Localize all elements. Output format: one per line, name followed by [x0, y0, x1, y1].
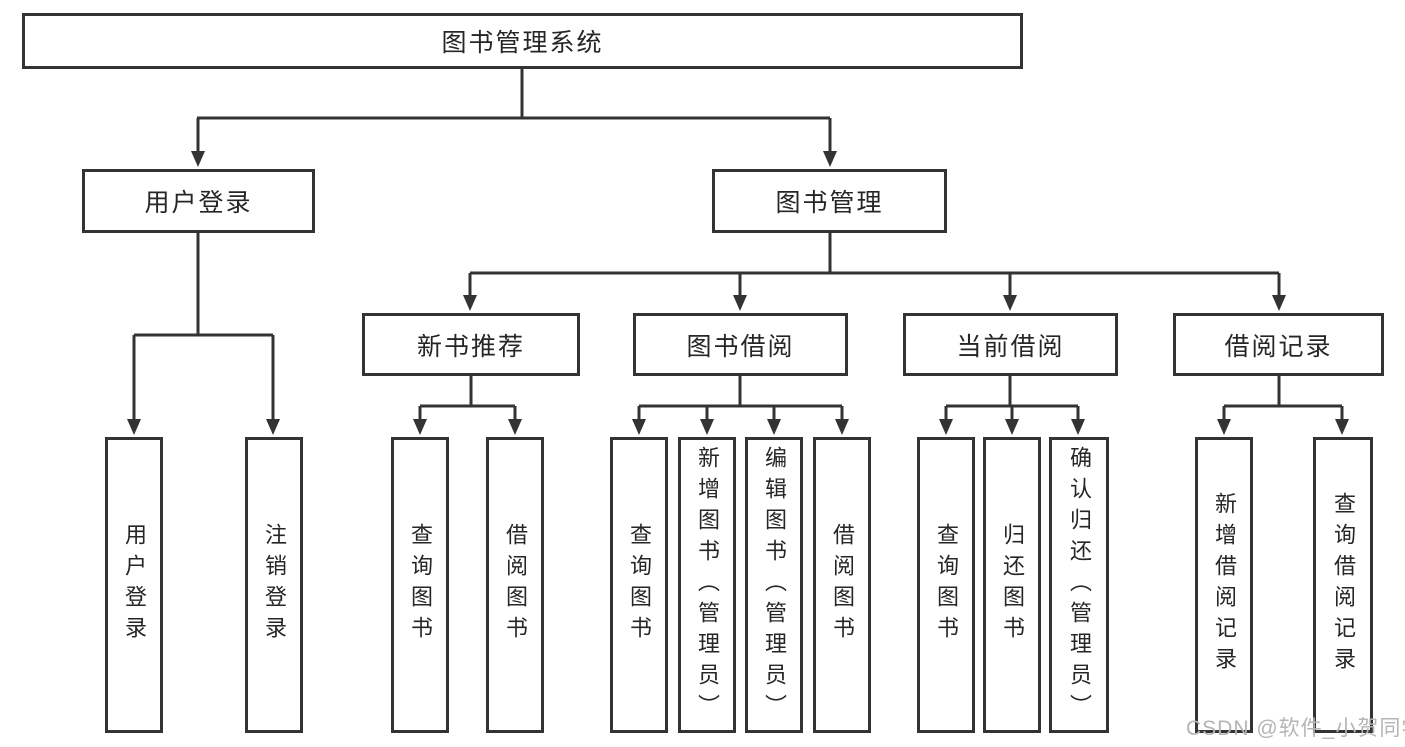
leaf-query-books-recommend: 查询图书 [391, 437, 449, 733]
leaf-query-books-borrowing: 查询图书 [610, 437, 668, 733]
node-label: 图书管理 [775, 189, 884, 217]
node-label: 新增图书（管理员） [695, 445, 720, 725]
node-label: 借阅记录 [1224, 332, 1333, 361]
node-label: 归还图书 [1000, 523, 1025, 647]
node-label: 编辑图书（管理员） [762, 445, 787, 725]
node-label: 当前借阅 [956, 332, 1065, 361]
node-borrowing-records: 借阅记录 [1173, 313, 1384, 376]
leaf-logout-login: 注销登录 [245, 437, 303, 733]
leaf-query-books-current: 查询图书 [917, 437, 975, 733]
node-label: 查询图书 [934, 523, 959, 647]
leaf-add-books-admin: 新增图书（管理员） [678, 437, 736, 733]
leaf-return-books: 归还图书 [983, 437, 1041, 733]
leaf-confirm-return-admin: 确认归还（管理员） [1049, 437, 1109, 733]
leaf-edit-books-admin: 编辑图书（管理员） [745, 437, 803, 733]
arrowheads [127, 151, 1349, 435]
node-label: 用户登录 [144, 189, 253, 217]
node-label: 查询借阅记录 [1331, 492, 1356, 678]
node-label: 借阅图书 [830, 523, 855, 647]
node-new-book-recommendation: 新书推荐 [362, 313, 580, 376]
leaf-add-borrow-record: 新增借阅记录 [1195, 437, 1253, 733]
node-label: 新增借阅记录 [1212, 492, 1237, 678]
node-label: 确认归还（管理员） [1067, 445, 1092, 725]
leaf-query-borrow-record: 查询借阅记录 [1313, 437, 1373, 733]
node-label: 图书管理系统 [441, 29, 604, 57]
node-book-management: 图书管理 [712, 169, 947, 233]
csdn-watermark: CSDN @软件_小贺同学 [1186, 717, 1405, 740]
leaf-borrow-books-recommend: 借阅图书 [486, 437, 544, 733]
node-label: 查询图书 [408, 523, 433, 647]
node-library-management-system: 图书管理系统 [22, 13, 1023, 69]
node-label: 查询图书 [627, 523, 652, 647]
node-label: 用户登录 [122, 523, 147, 647]
node-user-login: 用户登录 [82, 169, 315, 233]
leaf-borrow-books-borrowing: 借阅图书 [813, 437, 871, 733]
node-label: 注销登录 [262, 523, 287, 647]
node-label: 借阅图书 [503, 523, 528, 647]
leaf-user-login: 用户登录 [105, 437, 163, 733]
node-label: 图书借阅 [686, 332, 795, 361]
node-label: 新书推荐 [416, 332, 525, 361]
node-book-borrowing: 图书借阅 [633, 313, 848, 376]
node-current-borrowing: 当前借阅 [903, 313, 1118, 376]
